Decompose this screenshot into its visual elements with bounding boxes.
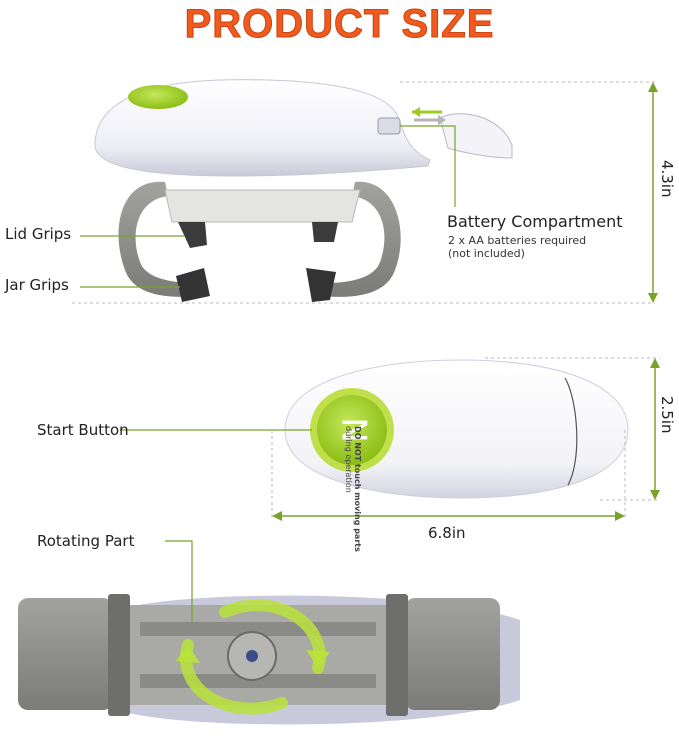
height-arrow-bottom	[648, 293, 658, 303]
height-arrow-top	[648, 82, 658, 92]
start-button	[317, 395, 387, 465]
device-warning: DO NOT touch moving parts during operati…	[344, 426, 362, 552]
start-button-label: Start Button	[37, 421, 129, 439]
side-view-device	[94, 79, 513, 302]
lid-grips-label: Lid Grips	[5, 225, 72, 243]
battery-note-1: 2 x AA batteries required	[448, 234, 587, 247]
jar-grip-right	[306, 268, 336, 302]
rotating-part-label: Rotating Part	[37, 532, 135, 550]
width-arrow-bottom	[650, 490, 660, 500]
rotation-arrowhead-top	[306, 650, 330, 668]
bottom-view-device	[18, 594, 520, 725]
battery-compartment-label: Battery Compartment	[447, 212, 623, 231]
clamp-left	[108, 594, 130, 716]
length-arrow-left	[272, 511, 282, 521]
jar-grip-left	[176, 268, 210, 302]
height-dimension-label: 4.3in	[658, 160, 676, 198]
battery-line	[400, 125, 456, 207]
rotation-arrowhead-bottom	[176, 645, 200, 663]
jar-grips-label: Jar Grips	[5, 276, 69, 294]
device-warning-line2: during operation	[344, 426, 353, 493]
battery-note-2: (not included)	[448, 247, 525, 260]
device-warning-line1: DO NOT touch moving parts	[353, 426, 362, 552]
arrow-green-head	[412, 107, 420, 117]
left-handle	[118, 181, 205, 297]
lid-grip-left	[178, 222, 207, 248]
clamp-right	[386, 594, 408, 716]
page-title: PRODUCT SIZE	[184, 2, 495, 47]
battery-slot	[377, 117, 401, 135]
start-button-glyph: N	[334, 417, 374, 442]
battery-cover	[439, 113, 513, 159]
rotating-part-line	[165, 540, 193, 622]
cover-seam	[564, 377, 578, 486]
top-view-device: N	[284, 359, 629, 499]
start-button-top	[128, 85, 188, 109]
gear-screw	[246, 650, 258, 662]
width-dimension-label: 2.5in	[658, 396, 676, 434]
length-arrow-right	[615, 511, 625, 521]
lid-grip-right	[312, 222, 338, 242]
length-dimension-label: 6.8in	[428, 524, 466, 542]
width-arrow-top	[650, 358, 660, 368]
bottom-handle-right	[405, 598, 500, 710]
bottom-handle-left	[18, 598, 113, 710]
right-handle	[318, 181, 401, 297]
base-block	[164, 189, 361, 223]
arrow-gray-head	[438, 115, 446, 125]
